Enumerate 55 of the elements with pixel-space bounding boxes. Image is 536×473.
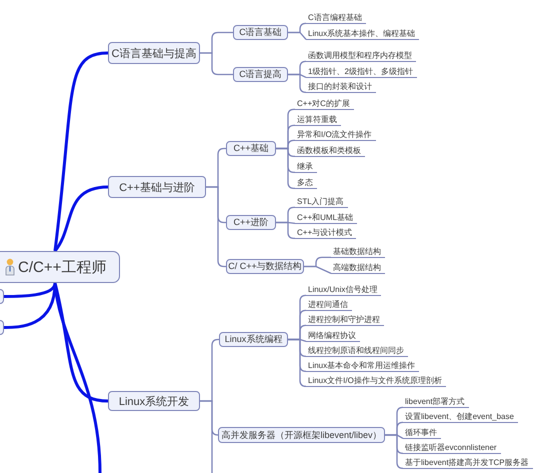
topic-box: C语言基础	[233, 25, 288, 40]
underlined-topic: 循环事件	[403, 427, 441, 439]
underlined-topic: Linux/Unix信号处理	[306, 284, 382, 296]
branch-line	[276, 222, 295, 240]
underlined-topic: Linux系统基本操作、编程基础	[306, 28, 420, 40]
branch-line	[276, 148, 295, 190]
underlined-topic: 进程间通信	[306, 299, 352, 311]
underlined-topic: 接口的封装和设计	[306, 81, 376, 93]
underlined-topic: 网络编程协议	[306, 330, 360, 342]
underlined-topic: libevent部署方式	[403, 396, 469, 408]
topic-box: C++进阶	[226, 215, 276, 230]
central-topic-box	[0, 251, 120, 283]
topic-box: C语言提高	[233, 67, 288, 82]
underlined-topic: C语言编程基础	[306, 12, 366, 24]
underlined-topic: 基础数据结构	[331, 246, 385, 258]
branch-line	[4, 282, 56, 298]
branch-line	[54, 282, 108, 402]
underlined-topic: 设置libevent、创建event_base	[403, 411, 518, 423]
branch-line	[54, 186, 108, 252]
underlined-topic: 函数调用模型和程序内存模型	[306, 50, 416, 62]
topic-box: C++基础与进阶	[108, 176, 206, 198]
topic-box: C++基础	[226, 141, 276, 156]
underlined-topic: C++和UML基础	[295, 212, 358, 224]
topic-box: C/ C++与数据结构	[226, 259, 304, 274]
topic-box: Linux系统开发	[108, 391, 200, 411]
branch-line	[200, 52, 233, 76]
topic-text: C/C++工程师	[18, 258, 106, 276]
branch-line	[54, 52, 108, 252]
branch-line	[200, 400, 213, 473]
branch-line	[54, 282, 102, 473]
topic-box: C语言基础与提高	[108, 42, 200, 64]
branch-line	[288, 338, 307, 388]
underlined-topic: 继承	[295, 161, 317, 173]
underlined-topic: 基于libevent搭建高并发TCP服务器	[403, 457, 533, 469]
underlined-topic: Linux基本命令和常用运维操作	[306, 360, 420, 372]
topic-box: 高并发服务器（开源框架libevent/libev）	[218, 427, 385, 443]
underlined-topic: 运算符重载	[295, 114, 341, 126]
underlined-topic: Linux文件I/O操作与文件系统原理剖析	[306, 375, 446, 387]
underlined-topic: 1级指针、2级指针、多级指针	[306, 66, 417, 78]
branch-line	[385, 434, 404, 470]
underlined-topic: 链接监听器evconnlistener	[403, 442, 501, 454]
branch-line	[288, 74, 307, 94]
underlined-topic: 高端数据结构	[331, 262, 385, 274]
underlined-topic: STL入门提高	[295, 196, 348, 208]
topic-box: Linux系统编程	[219, 332, 288, 347]
underlined-topic: 多态	[295, 177, 317, 189]
underlined-topic: 函数模板和类模板	[295, 145, 365, 157]
branch-line	[304, 266, 332, 274]
branch-line	[288, 32, 306, 40]
underlined-topic: 异常和I/O流文件操作	[295, 129, 376, 141]
branch-line	[4, 282, 56, 329]
underlined-topic: C++与设计模式	[295, 227, 356, 239]
underlined-topic: 线程控制原语和线程间同步	[306, 345, 408, 357]
underlined-topic: 进程控制和守护进程	[306, 314, 384, 326]
underlined-topic: C++对C的扩展	[295, 98, 354, 110]
